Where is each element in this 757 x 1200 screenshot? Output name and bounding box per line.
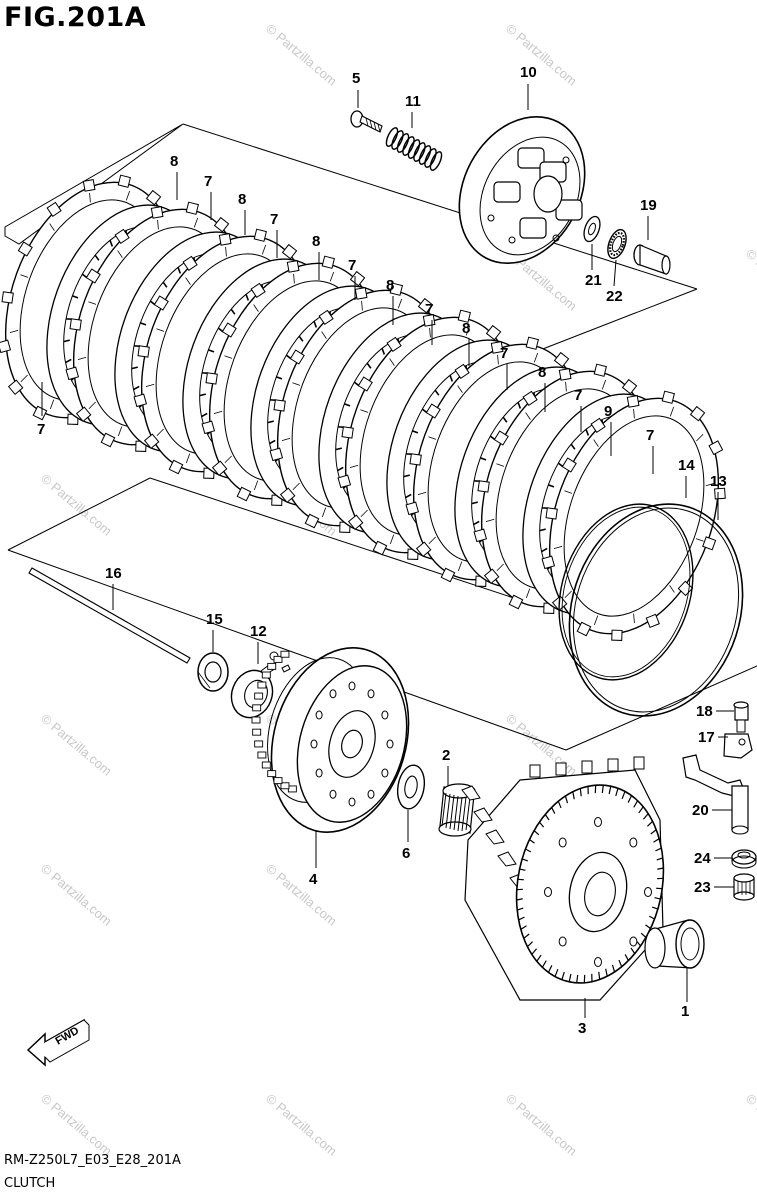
figure-code: RM-Z250L7_E03_E28_201A bbox=[4, 1153, 181, 1168]
callout-18: 18 bbox=[696, 703, 713, 720]
wire-ring-large bbox=[568, 503, 744, 717]
callout-13: 13 bbox=[710, 473, 727, 490]
watermark-text: © Partzilla.com bbox=[503, 21, 580, 89]
leader-line bbox=[613, 259, 617, 287]
callout-12: 12 bbox=[250, 623, 267, 640]
watermark-text: © Partzilla.com bbox=[38, 861, 115, 929]
callout-7: 7 bbox=[37, 421, 45, 438]
release-bolt bbox=[733, 701, 749, 733]
watermark-text: © Partzilla.com bbox=[743, 1091, 757, 1159]
watermark-text: © Partzilla.com bbox=[503, 711, 580, 779]
oil-seal bbox=[197, 652, 229, 692]
callout-16: 16 bbox=[105, 565, 122, 582]
callout-24: 24 bbox=[694, 850, 711, 867]
callout-9: 9 bbox=[604, 403, 612, 420]
push-piece bbox=[633, 244, 671, 275]
watermark-text: © Partzilla.com bbox=[263, 861, 340, 929]
watermark-text: © Partzilla.com bbox=[38, 711, 115, 779]
callout-17: 17 bbox=[698, 729, 715, 746]
release-lever bbox=[723, 733, 753, 759]
callout-5: 5 bbox=[352, 70, 360, 87]
hub-outline-right bbox=[565, 665, 757, 751]
push-rod bbox=[28, 567, 191, 664]
callout-labels: 5111019212287878787878797141371615122181… bbox=[37, 64, 727, 1037]
callout-6: 6 bbox=[402, 845, 410, 862]
callout-7: 7 bbox=[500, 345, 508, 362]
camshaft-bearing bbox=[733, 873, 755, 901]
hub-outline-top bbox=[7, 477, 151, 551]
callout-8: 8 bbox=[170, 153, 178, 170]
plate-pack-outline-right bbox=[534, 288, 698, 353]
friction-plate bbox=[541, 390, 726, 641]
callout-20: 20 bbox=[692, 802, 709, 819]
callout-7: 7 bbox=[425, 301, 433, 318]
spacer bbox=[644, 919, 705, 969]
watermark-text: © Partzilla.com bbox=[263, 21, 340, 89]
callout-4: 4 bbox=[309, 871, 318, 888]
watermark-text: © Partzilla.com bbox=[743, 246, 757, 314]
callout-10: 10 bbox=[520, 64, 537, 81]
pressure-plate bbox=[458, 115, 586, 265]
callout-3: 3 bbox=[578, 1020, 586, 1037]
forward-arrow: FWD bbox=[26, 1018, 90, 1067]
clutch-spring bbox=[385, 127, 443, 171]
callout-2: 2 bbox=[442, 747, 450, 764]
callout-8: 8 bbox=[238, 191, 246, 208]
watermark-text: © Partzilla.com bbox=[38, 1091, 115, 1159]
callout-15: 15 bbox=[206, 611, 223, 628]
clutch-plate-stack bbox=[0, 174, 726, 641]
callout-7: 7 bbox=[204, 173, 212, 190]
callout-7: 7 bbox=[348, 257, 356, 274]
callout-14: 14 bbox=[678, 457, 695, 474]
bolt bbox=[350, 110, 383, 133]
hub-outline-left bbox=[7, 549, 567, 751]
thrust-bearing bbox=[607, 228, 627, 260]
callout-21: 21 bbox=[585, 272, 602, 289]
callout-8: 8 bbox=[538, 364, 546, 381]
callout-23: 23 bbox=[694, 879, 711, 896]
clutch-sleeve-hub bbox=[251, 647, 410, 833]
camshaft-seal bbox=[731, 849, 757, 869]
watermark-text: © Partzilla.com bbox=[263, 1091, 340, 1159]
callout-7: 7 bbox=[646, 427, 654, 444]
callout-11: 11 bbox=[405, 93, 421, 110]
washer bbox=[583, 215, 601, 243]
thrust-washer bbox=[396, 764, 426, 810]
callout-1: 1 bbox=[681, 1003, 689, 1020]
callout-7: 7 bbox=[270, 211, 278, 228]
callout-19: 19 bbox=[640, 197, 657, 214]
figure-name: CLUTCH bbox=[4, 1176, 56, 1191]
leader-lines bbox=[41, 84, 734, 1018]
watermark-text: © Partzilla.com bbox=[503, 1091, 580, 1159]
wire-ring-small bbox=[558, 503, 694, 681]
callout-7: 7 bbox=[574, 387, 582, 404]
callout-8: 8 bbox=[462, 320, 470, 337]
callout-8: 8 bbox=[386, 277, 394, 294]
release-camshaft bbox=[682, 754, 749, 835]
plate-pack-outline-top bbox=[182, 123, 698, 290]
figure-title: FIG.201A bbox=[4, 2, 147, 33]
clutch-housing bbox=[461, 756, 665, 1001]
callout-8: 8 bbox=[312, 233, 320, 250]
hub-outline-topline bbox=[149, 477, 521, 601]
callout-22: 22 bbox=[606, 288, 623, 305]
